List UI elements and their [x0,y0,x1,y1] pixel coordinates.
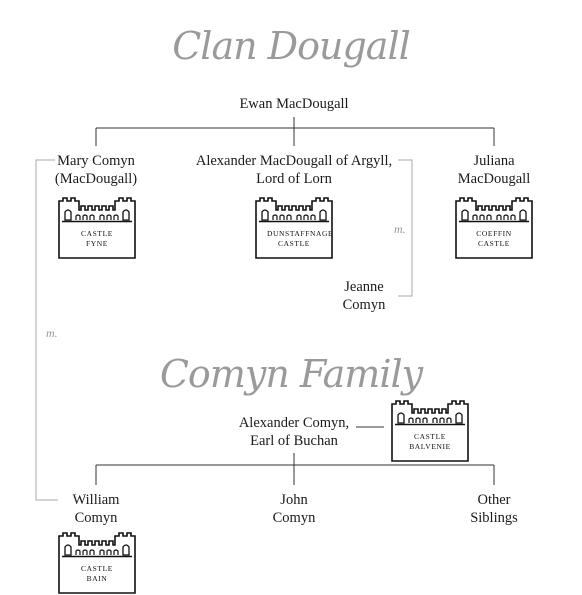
mary-william-marriage-bracket [35,159,58,501]
ewan-macdougall-node: Ewan MacDougall [194,95,394,113]
alexander-comyn-node: Alexander Comyn, Earl of Buchan [232,414,356,450]
castle-bain-icon: Castle Bain [57,532,137,594]
clan-dougall-title: Clan Dougall [172,24,411,68]
alexander-jeanne-marriage-bracket [398,159,413,297]
castle-balvenie-label: Castle Balvenie [409,432,451,451]
castle-balvenie-icon: Castle Balvenie [390,400,470,462]
mary-comyn-node: Mary Comyn (MacDougall) [46,152,146,188]
other-name-line1: Other [477,492,511,508]
jeanne-name-line2: Comyn [342,297,386,313]
coeffin-castle-icon: Coeffin Castle [454,197,534,259]
castle-fyne-label: Castle Fyne [81,229,113,248]
other-siblings-node: Other Siblings [454,491,534,527]
john-name-line1: John [280,492,308,508]
william-name-line1: William [72,492,120,508]
mary-name-line2: (MacDougall) [54,171,138,187]
ewan-name: Ewan MacDougall [239,96,349,112]
mary-name-line1: Mary Comyn [57,153,135,169]
alexander-name-line2: Lord of Lorn [256,171,332,187]
john-name-line2: Comyn [272,510,316,526]
juliana-name-line1: Juliana [473,153,515,169]
juliana-name-line2: MacDougall [457,171,531,187]
dunstaffnage-castle-icon: Dunstaffnage Castle [254,197,334,259]
dunstaffnage-castle-label: Dunstaffnage Castle [267,229,334,248]
castle-fyne-icon: Castle Fyne [57,197,137,259]
coeffin-castle-label: Coeffin Castle [476,229,512,248]
william-comyn-node: William Comyn [56,491,136,527]
marriage-label-alexander-jeanne: m. [394,222,406,236]
jeanne-comyn-node: Jeanne Comyn [336,278,392,314]
juliana-macdougall-node: Juliana MacDougall [444,152,544,188]
jeanne-name-line1: Jeanne [344,279,384,295]
alexander-comyn-line1: Alexander Comyn, [238,415,350,431]
alexander-macdougall-node: Alexander MacDougall of Argyll, Lord of … [184,152,404,188]
alexander-name-line1: Alexander MacDougall of Argyll, [195,153,393,169]
marriage-label-mary-william: m. [46,326,58,340]
other-name-line2: Siblings [470,510,518,526]
castle-bain-label: Castle Bain [81,564,113,583]
john-comyn-node: John Comyn [254,491,334,527]
alexander-comyn-line2: Earl of Buchan [250,433,338,449]
comyn-family-title: Comyn Family [159,352,423,396]
william-name-line2: Comyn [74,510,118,526]
